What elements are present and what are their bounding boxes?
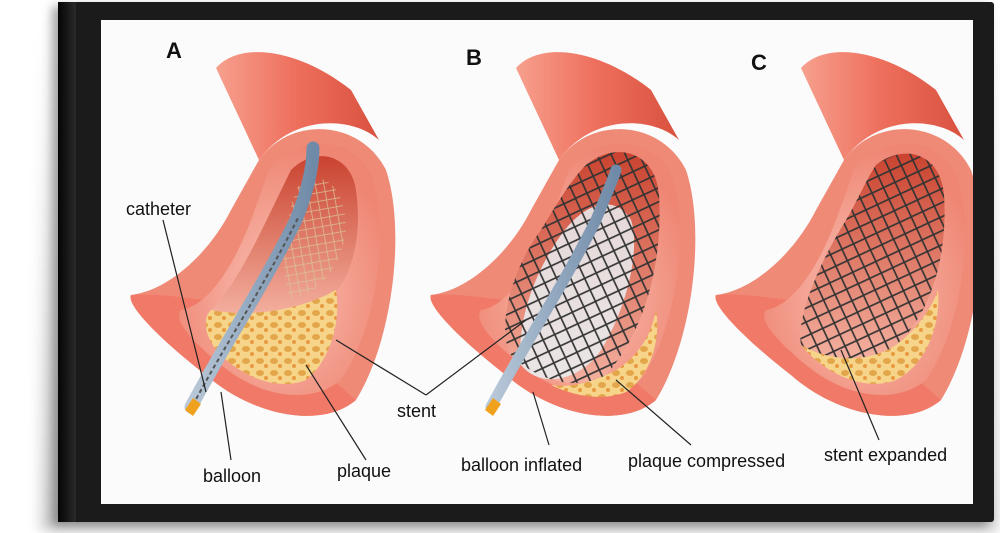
label-balloon-inflated: balloon inflated (461, 455, 582, 475)
label-plaque: plaque (337, 461, 391, 481)
panel-a-letter: A (166, 38, 182, 63)
leader-lines (162, 219, 880, 461)
frame-edge (58, 2, 76, 522)
label-catheter: catheter (126, 199, 191, 219)
panel-b-letter: B (466, 45, 482, 70)
panel-c-vessel (715, 52, 973, 416)
panel-b-vessel (430, 52, 696, 416)
label-stent: stent (397, 401, 436, 421)
panel-a-vessel (130, 52, 396, 416)
angioplasty-diagram: A B C catheter balloon plaque stent ball… (126, 38, 973, 486)
label-plaque-compressed: plaque compressed (628, 451, 785, 471)
label-stent-expanded: stent expanded (824, 445, 947, 465)
diagram-canvas: A B C catheter balloon plaque stent ball… (101, 20, 973, 504)
label-balloon: balloon (203, 466, 261, 486)
panel-c-letter: C (751, 50, 767, 75)
